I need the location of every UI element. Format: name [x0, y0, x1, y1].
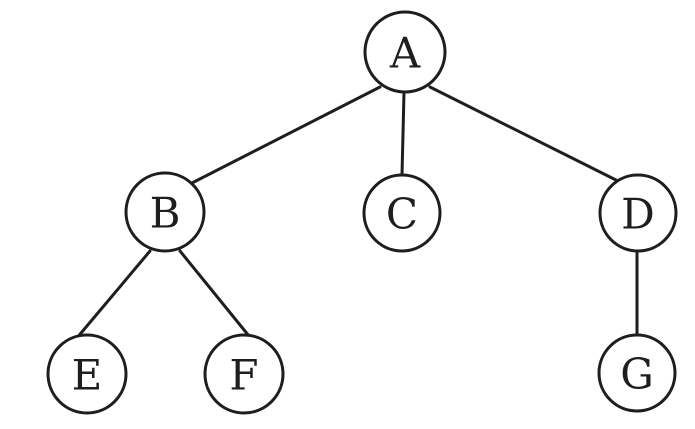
edge-b-f — [178, 249, 251, 338]
edge-a-c — [400, 90, 406, 177]
tree-nodes: A B C D E F G — [46, 10, 678, 415]
edge-a-d — [428, 85, 618, 182]
tree-node-g: G — [597, 333, 677, 413]
edge-a-b — [188, 85, 382, 186]
tree-node-a: A — [363, 10, 447, 94]
tree-node-d: D — [598, 173, 678, 253]
tree-edges — [74, 85, 639, 341]
tree-node-b: B — [124, 171, 206, 253]
node-label-f: F — [229, 351, 258, 400]
node-label-d: D — [621, 190, 655, 239]
tree-node-c: C — [362, 173, 442, 253]
node-label-e: E — [72, 351, 103, 400]
node-label-a: A — [389, 29, 421, 78]
node-label-c: C — [386, 190, 418, 239]
node-label-g: G — [620, 350, 654, 399]
tree-node-e: E — [46, 333, 128, 415]
edge-b-e — [74, 249, 152, 341]
node-label-b: B — [150, 189, 181, 238]
tree-node-f: F — [203, 333, 285, 415]
